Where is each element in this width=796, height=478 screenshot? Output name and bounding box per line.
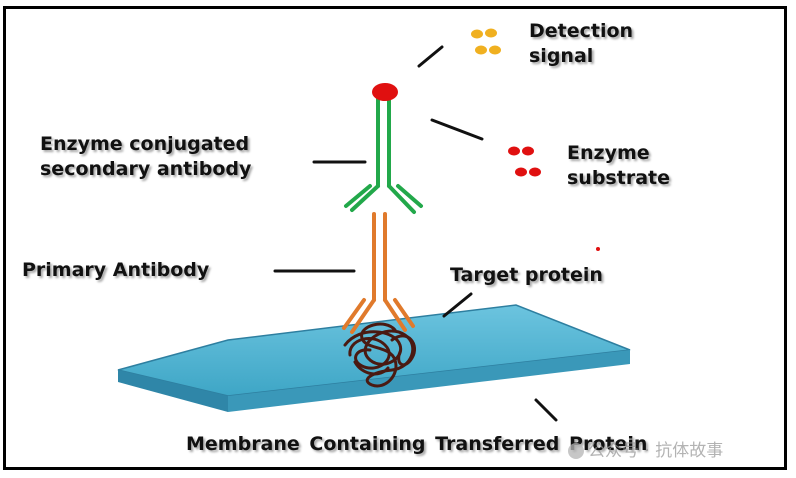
secondary-antibody	[344, 96, 423, 214]
secondary-antibody-label-line2: secondary antibody	[40, 158, 252, 180]
stray-dot	[596, 247, 600, 251]
watermark: 公众号 · 抗体故事	[568, 436, 723, 461]
detection-label: Detection signal	[529, 19, 633, 69]
membrane	[117, 304, 631, 412]
membrane-label: Membrane Containing Transferred Protein	[186, 433, 648, 455]
detection-label-line1: Detection	[529, 20, 634, 42]
secondary-antibody-label: Enzyme conjugated secondary antibody	[40, 132, 251, 182]
enzyme-substrate-label-line1: Enzyme	[567, 142, 650, 164]
watermark-text: 公众号 · 抗体故事	[588, 441, 724, 461]
enzyme-substrate-label: Enzyme substrate	[567, 141, 670, 191]
detection-label-line2: signal	[529, 45, 594, 67]
detection-signal-icon	[471, 28, 501, 55]
enzyme-substrate-label-line2: substrate	[567, 167, 670, 189]
secondary-antibody-label-line1: Enzyme conjugated	[40, 133, 250, 155]
substrate-icon	[508, 146, 541, 177]
primary-antibody	[342, 212, 415, 334]
wechat-icon	[568, 443, 584, 459]
primary-antibody-label: Primary Antibody	[22, 259, 210, 281]
leader-lines	[273, 45, 558, 422]
figure-frame	[3, 6, 787, 470]
enzyme-icon	[372, 83, 398, 101]
target-protein	[343, 322, 416, 388]
target-protein-label: Target protein	[450, 264, 603, 286]
